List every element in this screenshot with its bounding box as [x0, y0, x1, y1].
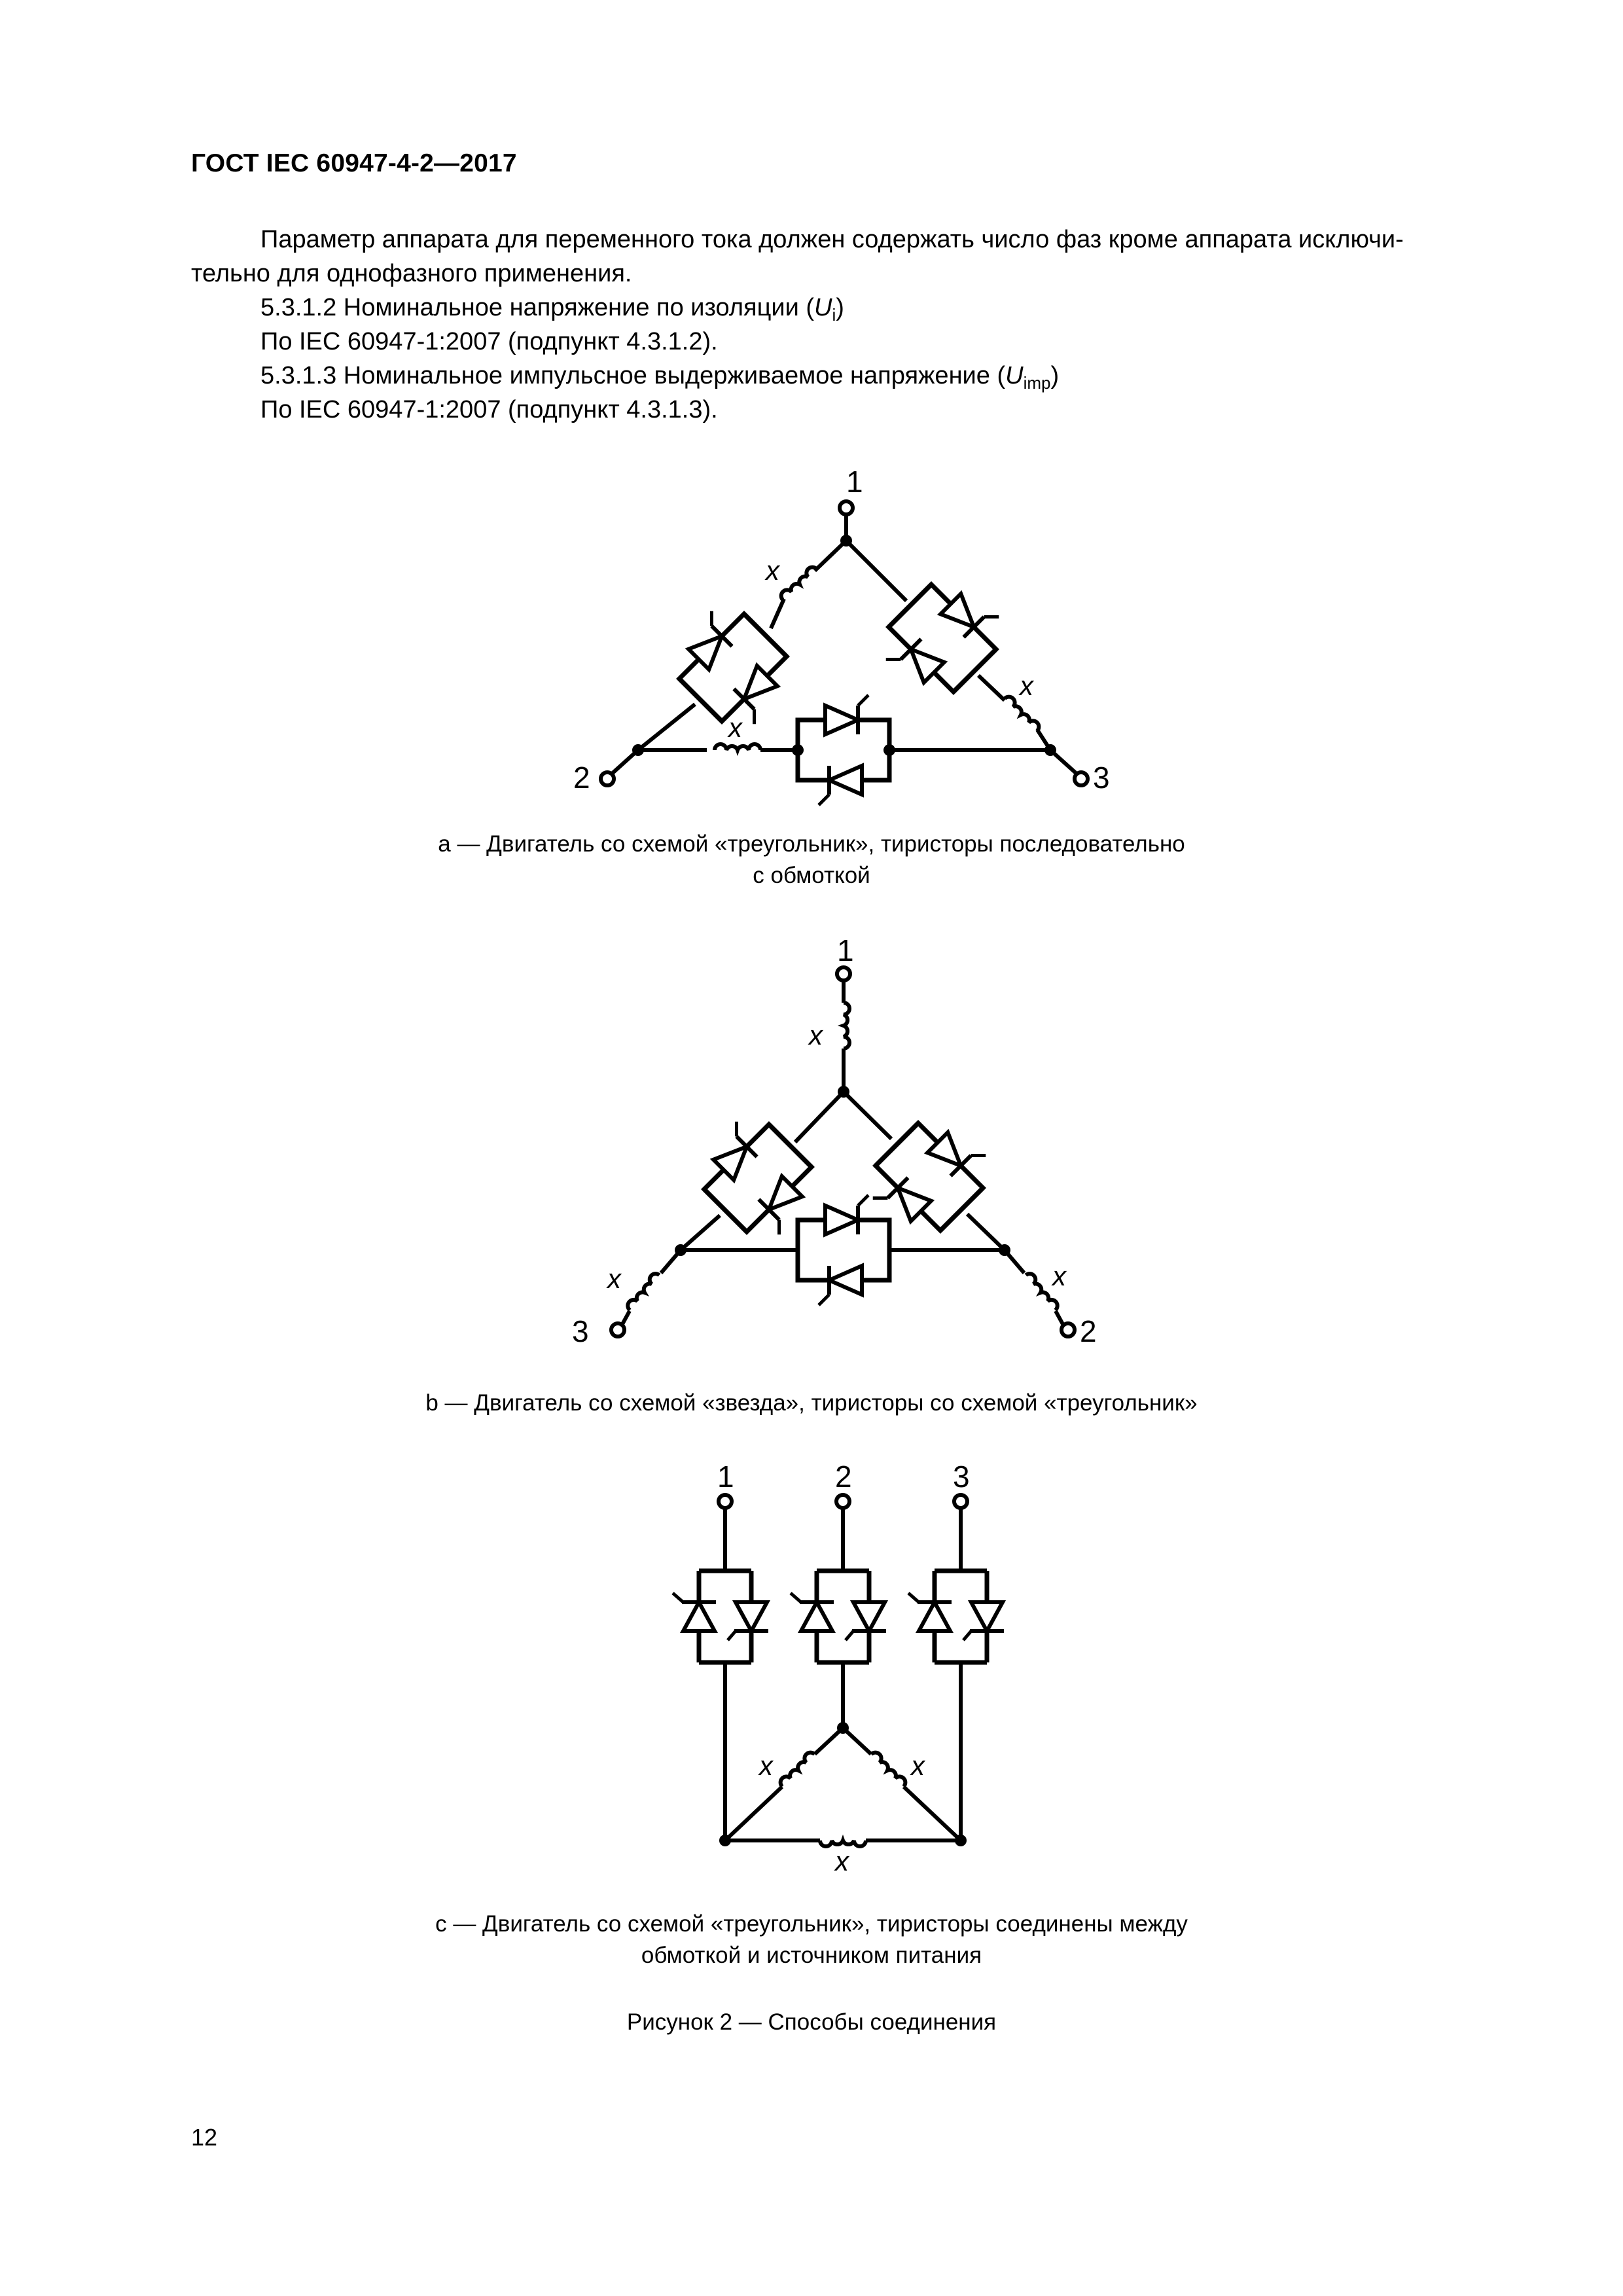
reactor-label: x — [1018, 670, 1035, 701]
figure-a-caption-line2: с обмоткой — [753, 863, 870, 888]
figure-c-caption-line2: обмоткой и источником питания — [641, 1943, 982, 1968]
clause-5-3-1-2: 5.3.1.2 Номинальное напряжение по изоляц… — [260, 294, 844, 325]
terminal-label: 1 — [837, 933, 854, 967]
terminal-label: 2 — [573, 761, 590, 795]
reactor-label: x — [727, 712, 743, 743]
terminal-1-icon — [838, 499, 855, 516]
paragraph-line: Параметр аппарата для переменного тока д… — [260, 226, 1404, 253]
terminal-label: 3 — [1093, 761, 1110, 795]
diagram-a: 1 x x x — [573, 465, 1110, 805]
figure-title: Рисунок 2 — Способы соединения — [626, 2009, 997, 2035]
clause-5-3-1-3: 5.3.1.3 Номинальное импульсное выдержива… — [260, 362, 1060, 393]
terminal-3-icon — [609, 1321, 626, 1338]
terminal-2-icon — [599, 770, 616, 787]
reactor-label: x — [764, 555, 781, 586]
page-header: ГОСТ IEC 60947-4-2—2017 — [191, 149, 517, 177]
page-number: 12 — [191, 2124, 218, 2151]
paragraph-line: По IEC 60947-1:2007 (подпункт 4.3.1.3). — [260, 396, 718, 423]
terminal-label: 1 — [846, 465, 863, 499]
figure-a-caption-line1: а — Двигатель со схемой «треугольник», т… — [438, 831, 1185, 857]
terminal-3-icon — [1073, 770, 1090, 787]
figure-b-caption: b — Двигатель со схемой «звезда», тирист… — [425, 1390, 1198, 1416]
terminal-label: 3 — [572, 1314, 589, 1348]
reactor-label: x — [834, 1846, 850, 1876]
terminal-label: 2 — [1080, 1314, 1097, 1348]
paragraph-line: тельно для однофазного применения. — [191, 260, 632, 287]
reactor-label: x — [758, 1750, 774, 1781]
figure-c-caption-line1: с — Двигатель со схемой «треугольник», т… — [435, 1911, 1188, 1937]
reactor-label: x — [808, 1020, 824, 1050]
diagram-c: 1 2 3 x x — [673, 1460, 1004, 1876]
terminal-1-icon — [835, 965, 852, 982]
reactor-label: x — [1051, 1261, 1067, 1291]
terminal-1-icon — [717, 1493, 734, 1510]
reactor-label: x — [910, 1750, 926, 1781]
diagram-b: 1 x x 3 — [572, 933, 1097, 1348]
reactor-label: x — [606, 1263, 622, 1294]
terminal-2-icon — [1060, 1321, 1077, 1338]
terminal-label: 2 — [835, 1460, 852, 1494]
terminal-label: 1 — [717, 1460, 734, 1494]
paragraph-line: По IEC 60947-1:2007 (подпункт 4.3.1.2). — [260, 328, 718, 355]
terminal-label: 3 — [953, 1460, 970, 1494]
terminal-3-icon — [952, 1493, 969, 1510]
terminal-2-icon — [834, 1493, 851, 1510]
